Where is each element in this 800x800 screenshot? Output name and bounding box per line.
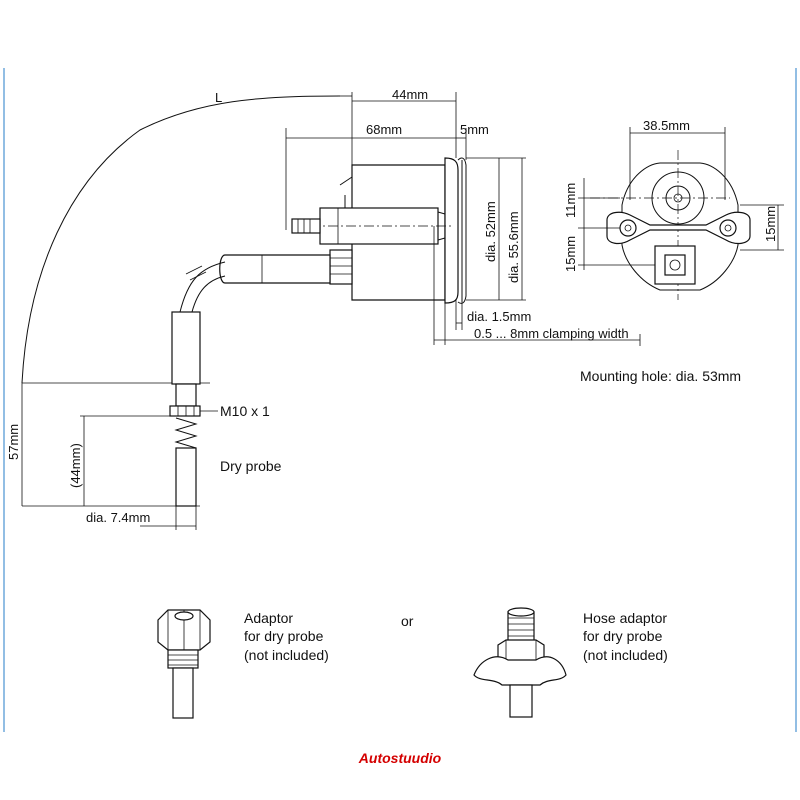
probe-overall-label: 57mm — [6, 424, 21, 460]
clamping-width-label: 0.5 ... 8mm clamping width — [474, 326, 629, 341]
adaptor-description: Adaptor for dry probe (not included) — [244, 610, 329, 663]
rear-right-offset-label: 15mm — [763, 206, 778, 242]
or-label: or — [401, 613, 414, 629]
hose-adaptor-line-1: Hose adaptor — [583, 610, 667, 626]
hose-adaptor-drawing — [473, 607, 567, 718]
depth-total-label: 44mm — [392, 87, 428, 102]
adaptor-line-2: for dry probe — [244, 628, 324, 644]
depth-body-label: 68mm — [366, 122, 402, 137]
probe-diameter-label: dia. 7.4mm — [86, 510, 150, 525]
dry-probe — [21, 311, 218, 530]
rear-width-label: 38.5mm — [643, 118, 690, 133]
bezel-thickness-label: 5mm — [460, 122, 489, 137]
brand-watermark: Autostuudio — [358, 750, 442, 766]
adaptor-drawing — [157, 609, 211, 719]
thread-label: M10 x 1 — [220, 403, 270, 419]
adaptor-line-1: Adaptor — [244, 610, 293, 626]
cable-length-label: L — [215, 90, 222, 105]
hose-adaptor-line-3: (not included) — [583, 647, 668, 663]
panel-thickness-label: dia. 1.5mm — [467, 309, 531, 324]
hose-adaptor-line-2: for dry probe — [583, 628, 663, 644]
adaptor-line-3: (not included) — [244, 647, 329, 663]
mounting-hole-label: Mounting hole: dia. 53mm — [580, 368, 741, 384]
hose-adaptor-description: Hose adaptor for dry probe (not included… — [583, 610, 671, 663]
dry-probe-label: Dry probe — [220, 458, 282, 474]
body-diameter-label: dia. 52mm — [483, 201, 498, 262]
bezel-diameter-label: dia. 55.6mm — [506, 211, 521, 283]
gauge-rear-view — [578, 127, 784, 300]
rear-top-offset-label: 11mm — [563, 183, 578, 218]
probe-length-label: (44mm) — [68, 443, 83, 488]
rear-bottom-offset-label: 15mm — [563, 236, 578, 272]
gauge-side-view — [179, 92, 641, 346]
